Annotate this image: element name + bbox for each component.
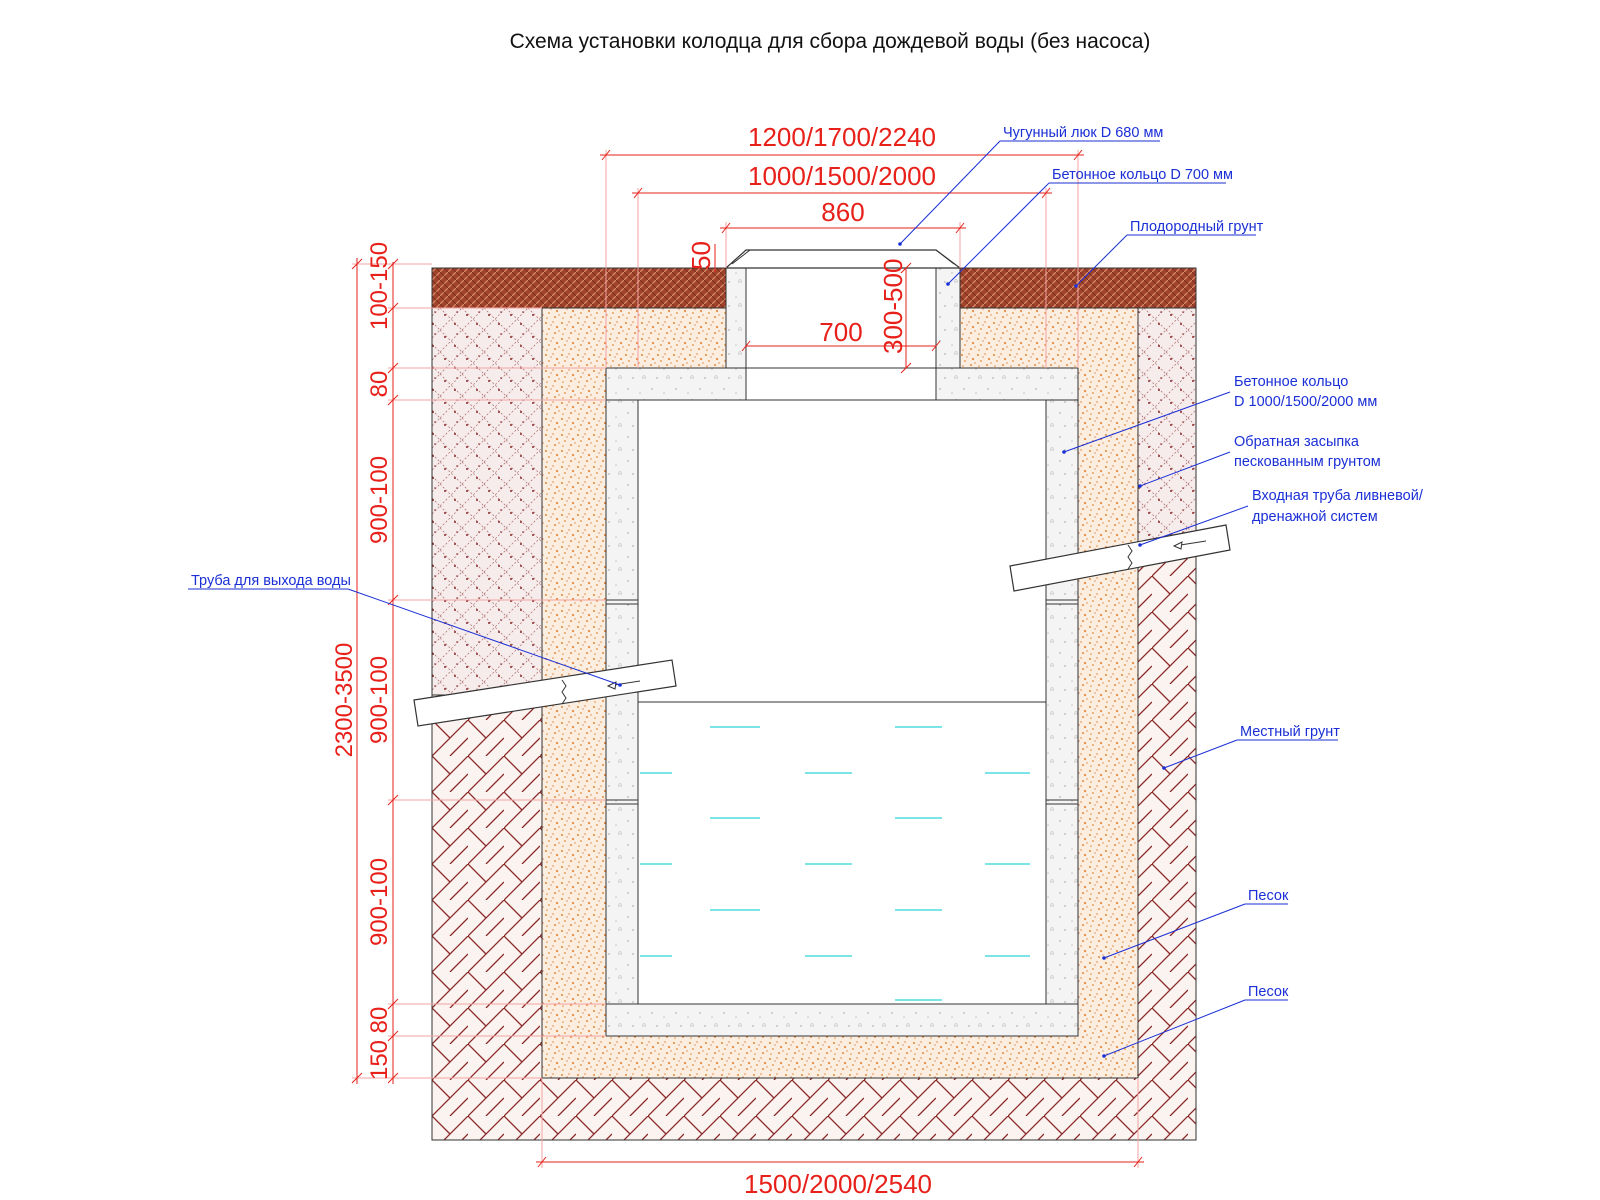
dim-hatch: 860 [720, 197, 966, 268]
dim-bottom-text: 1500/2000/2540 [744, 1169, 932, 1199]
upper-soil-left [431, 307, 543, 696]
label-hatch-text: Чугунный люк D 680 мм [1003, 125, 1163, 141]
dim-top-outer-text: 1200/1700/2240 [748, 122, 936, 152]
water-waves [640, 726, 1030, 1001]
label-topsoil: Плодородный грунт [1074, 219, 1264, 288]
dim-hatch-text: 860 [821, 197, 864, 227]
inlet-pipe [1009, 524, 1231, 592]
dim-neck-height-text: 300-500 [878, 259, 908, 354]
label-main-ring-text-1: Бетонное кольцо [1234, 374, 1348, 390]
label-sand-bottom-text: Песок [1248, 984, 1289, 1000]
label-neck-ring-text: Бетонное кольцо D 700 мм [1052, 167, 1233, 183]
ring-wall-right [1045, 399, 1079, 1005]
label-outlet-pipe: Труба для выхода воды [188, 573, 622, 687]
upper-soil-right [1137, 307, 1197, 549]
label-inlet-text-1: Входная труба ливневой/ [1252, 488, 1424, 504]
dim-sand-base-text: 150 [366, 1040, 393, 1080]
dim-total-height-text: 2300-3500 [331, 643, 358, 758]
label-hatch: Чугунный люк D 680 мм [898, 125, 1163, 246]
label-inlet-pipe: Входная труба ливневой/ дренажной систем [1138, 488, 1424, 547]
dim-top-ring: 1000/1500/2000 [632, 161, 1052, 368]
dim-slab-top-text: 80 [366, 371, 393, 398]
label-sand-side: Песок [1102, 888, 1289, 960]
dim-neck-inner-text: 700 [819, 317, 862, 347]
label-outlet-text: Труба для выхода воды [191, 573, 351, 589]
dim-topsoil-text: 100-150 [366, 242, 393, 330]
dim-ring-1-text: 900-100 [366, 456, 393, 544]
label-topsoil-text: Плодородный грунт [1130, 219, 1264, 235]
label-backfill-text-2: пескованным грунтом [1234, 454, 1381, 470]
dim-top-outer: 1200/1700/2240 [600, 122, 1084, 368]
label-sand-side-text: Песок [1248, 888, 1289, 904]
dim-neck-height: 300-500 [878, 259, 912, 374]
dim-slab-bottom-text: 80 [366, 1007, 393, 1034]
cast-iron-hatch [724, 249, 962, 269]
dim-chain-left [351, 258, 606, 1084]
label-sand-bottom: Песок [1102, 984, 1289, 1058]
label-main-ring: Бетонное кольцо D 1000/1500/2000 мм [1062, 374, 1377, 454]
slab-opening [745, 367, 937, 401]
label-local-soil-text: Местный грунт [1240, 724, 1340, 740]
dim-top-ring-text: 1000/1500/2000 [748, 161, 936, 191]
bottom-slab [605, 1003, 1079, 1037]
label-backfill-text-1: Обратная засыпка [1234, 434, 1360, 450]
dim-bottom: 1500/2000/2540 [536, 1078, 1144, 1199]
ring-wall-left [605, 399, 639, 1005]
label-inlet-text-2: дренажной систем [1252, 509, 1378, 525]
dim-hatch-height: 50 [686, 241, 716, 272]
neck-interior [745, 267, 937, 369]
label-local-soil: Местный грунт [1162, 724, 1340, 770]
dim-hatch-height-text: 50 [686, 241, 716, 270]
dim-neck-inner: 700 [741, 317, 941, 352]
dim-ring-3-text: 900-100 [366, 858, 393, 946]
label-backfill: Обратная засыпка пескованным грунтом [1138, 434, 1381, 488]
dim-ring-2-text: 900-100 [366, 656, 393, 744]
label-main-ring-text-2: D 1000/1500/2000 мм [1234, 394, 1377, 410]
label-neck-ring: Бетонное кольцо D 700 мм [946, 167, 1233, 286]
neck-ring-left [725, 267, 747, 369]
diagram-title: Схема установки колодца для сбора дождев… [509, 30, 1151, 53]
